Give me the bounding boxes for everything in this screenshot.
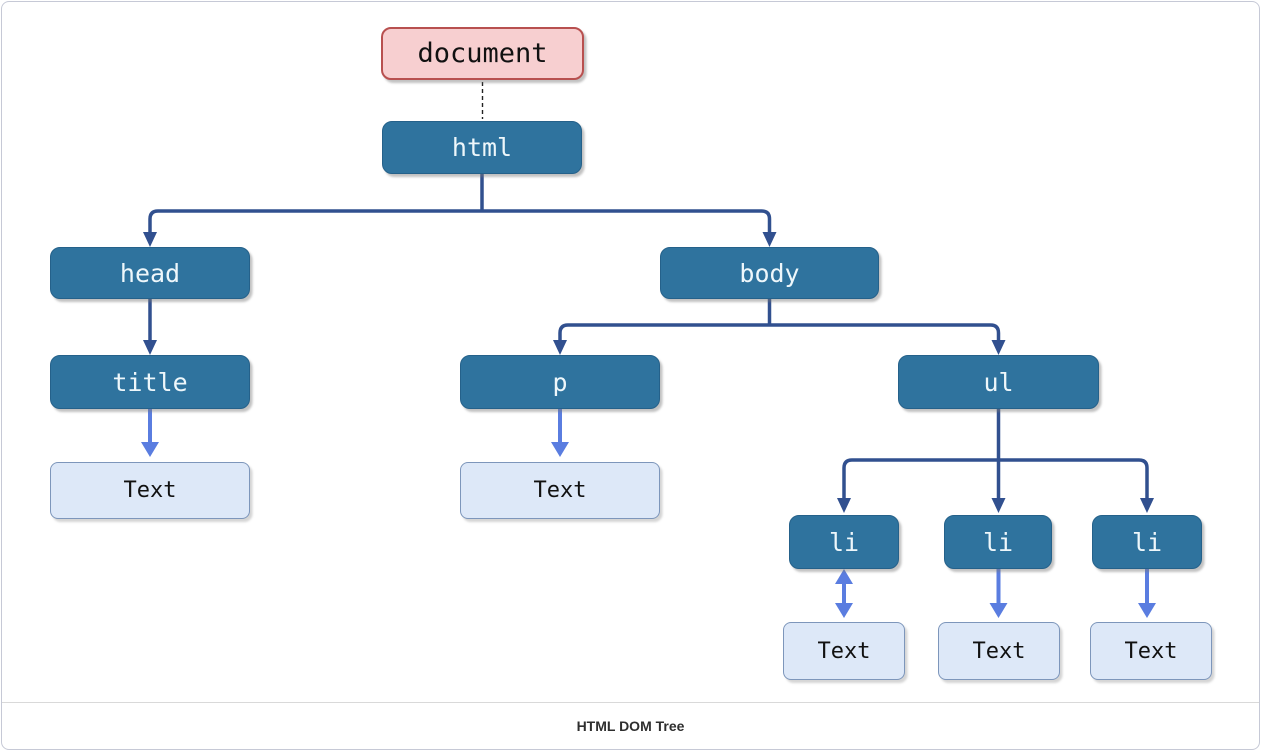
node-head: head [50, 247, 250, 299]
node-li-3: li [1092, 515, 1202, 569]
node-text-label: Text [533, 478, 587, 503]
node-li-2: li [944, 515, 1052, 569]
node-document-label: document [417, 38, 548, 69]
edge-ul-li3 [998, 458, 1154, 513]
diagram-caption: HTML DOM Tree [576, 718, 685, 734]
edge-body-p [553, 323, 770, 355]
node-text-label: Text [1124, 638, 1178, 664]
node-text-label: Text [972, 638, 1026, 664]
node-text-label: Text [123, 478, 177, 503]
node-p-label: p [552, 367, 568, 397]
node-text-under-p: Text [460, 462, 660, 519]
edge-html-head [143, 209, 482, 247]
node-text-under-li-3: Text [1090, 622, 1212, 680]
edge-html-body [482, 209, 777, 247]
node-li-label: li [982, 527, 1014, 557]
edge-ul-li1 [837, 458, 999, 513]
node-title-label: title [112, 367, 188, 397]
node-ul: ul [898, 355, 1099, 409]
caption-bar: HTML DOM Tree [2, 702, 1259, 749]
node-html: html [382, 121, 582, 174]
node-html-label: html [451, 133, 513, 162]
node-text-under-title: Text [50, 462, 250, 519]
node-ul-label: ul [983, 367, 1014, 397]
node-title: title [50, 355, 250, 409]
node-li-label: li [828, 527, 860, 557]
node-head-label: head [119, 258, 181, 288]
node-body-label: body [739, 258, 800, 288]
node-text-under-li-2: Text [938, 622, 1060, 680]
node-text-label: Text [817, 638, 871, 664]
node-text-under-li-1: Text [783, 622, 905, 680]
edge-body-ul [769, 323, 1006, 355]
node-document: document [381, 27, 584, 80]
node-p: p [460, 355, 660, 409]
node-li-label: li [1131, 527, 1163, 557]
node-li-1: li [789, 515, 899, 569]
node-body: body [660, 247, 879, 299]
